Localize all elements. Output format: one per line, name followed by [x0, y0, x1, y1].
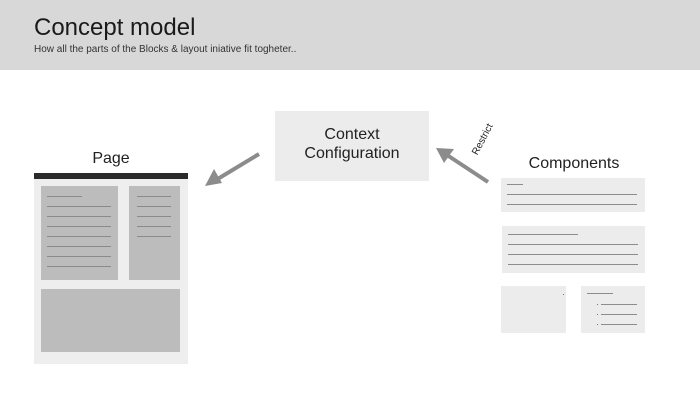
page-subtitle: How all the parts of the Blocks & layout…	[34, 44, 297, 55]
text-line	[137, 206, 171, 207]
text-line	[507, 184, 523, 185]
components-label: Components	[528, 155, 620, 172]
text-line	[47, 206, 111, 207]
page-wireframe-topbar	[34, 173, 188, 179]
text-line	[47, 216, 111, 217]
text-line	[47, 226, 111, 227]
text-line	[47, 266, 111, 267]
text-line	[508, 254, 638, 255]
component-card	[502, 226, 645, 273]
list-line	[601, 304, 637, 305]
bullet-dot	[597, 304, 598, 305]
bullet-dot	[597, 314, 598, 315]
page-wireframe	[34, 173, 188, 364]
text-line	[137, 196, 171, 197]
page-sidebar-block	[129, 186, 180, 280]
component-card-small	[501, 286, 566, 333]
text-line	[508, 264, 638, 265]
page-main-column-block	[41, 186, 118, 280]
text-line	[47, 256, 111, 257]
context-label-line1: Context	[324, 126, 380, 143]
context-configuration-box: Context Configuration	[275, 111, 429, 181]
text-line	[137, 216, 171, 217]
text-line	[587, 293, 613, 294]
text-line	[508, 234, 578, 235]
text-line	[47, 246, 111, 247]
page-label: Page	[92, 150, 130, 167]
page-footer-block	[41, 289, 180, 352]
dot-mark	[563, 294, 564, 295]
text-line	[507, 204, 637, 205]
text-line	[137, 236, 171, 237]
component-card-list	[581, 286, 645, 333]
bullet-dot	[597, 324, 598, 325]
text-line	[47, 236, 111, 237]
text-line	[137, 226, 171, 227]
header-bar: Concept model How all the parts of the B…	[0, 0, 700, 70]
page-title: Concept model	[34, 14, 196, 41]
arrow-context-to-page	[205, 152, 261, 186]
context-label-line2: Configuration	[304, 145, 400, 162]
context-configuration-label: Context Configuration	[275, 125, 429, 163]
list-line	[601, 324, 637, 325]
arrow-components-to-context	[436, 148, 490, 184]
text-line	[47, 196, 82, 197]
text-line	[507, 194, 637, 195]
text-line	[508, 244, 638, 245]
component-card	[501, 178, 645, 212]
list-line	[601, 314, 637, 315]
